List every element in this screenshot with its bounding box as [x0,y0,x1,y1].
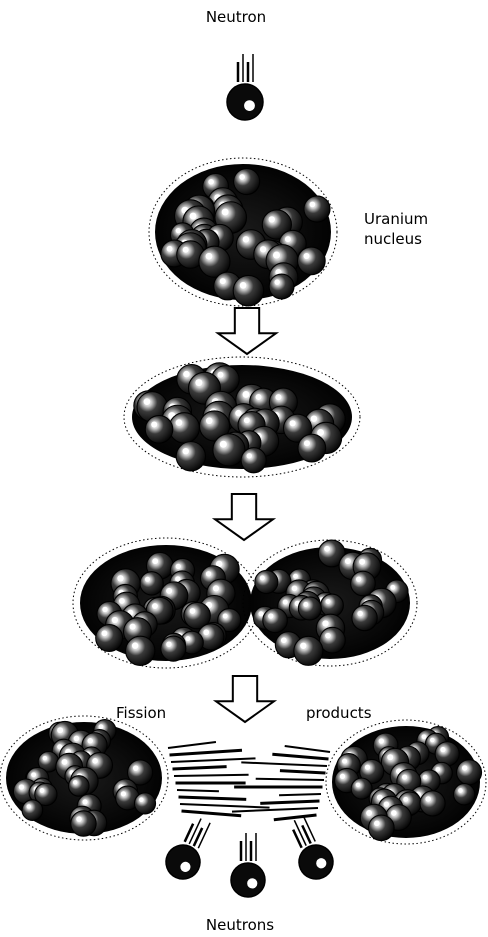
arrow-down-1 [218,308,276,354]
emitted-neutron-right [281,812,339,884]
incoming-neutron [227,54,263,120]
fission-product-right [326,720,486,844]
arrow-down-3 [216,676,274,722]
neutrons-label: Neutrons [206,916,274,934]
neutron-label: Neutron [206,8,266,26]
arrow-down-2 [215,494,273,540]
motion-streaks-left [168,742,270,816]
splitting-nucleus [73,538,417,668]
uranium-label-line1: Uranium [364,210,428,228]
fission-label: Fission [116,704,166,722]
emitted-neutron-center [231,833,265,897]
excited-nucleus [124,357,360,477]
emitted-neutron-left [160,812,218,884]
products-label: products [306,704,372,722]
uranium-label-line2: nucleus [364,230,422,248]
fission-product-left [0,716,168,840]
motion-streaks-right [232,746,330,820]
uranium-nucleus [149,158,337,306]
